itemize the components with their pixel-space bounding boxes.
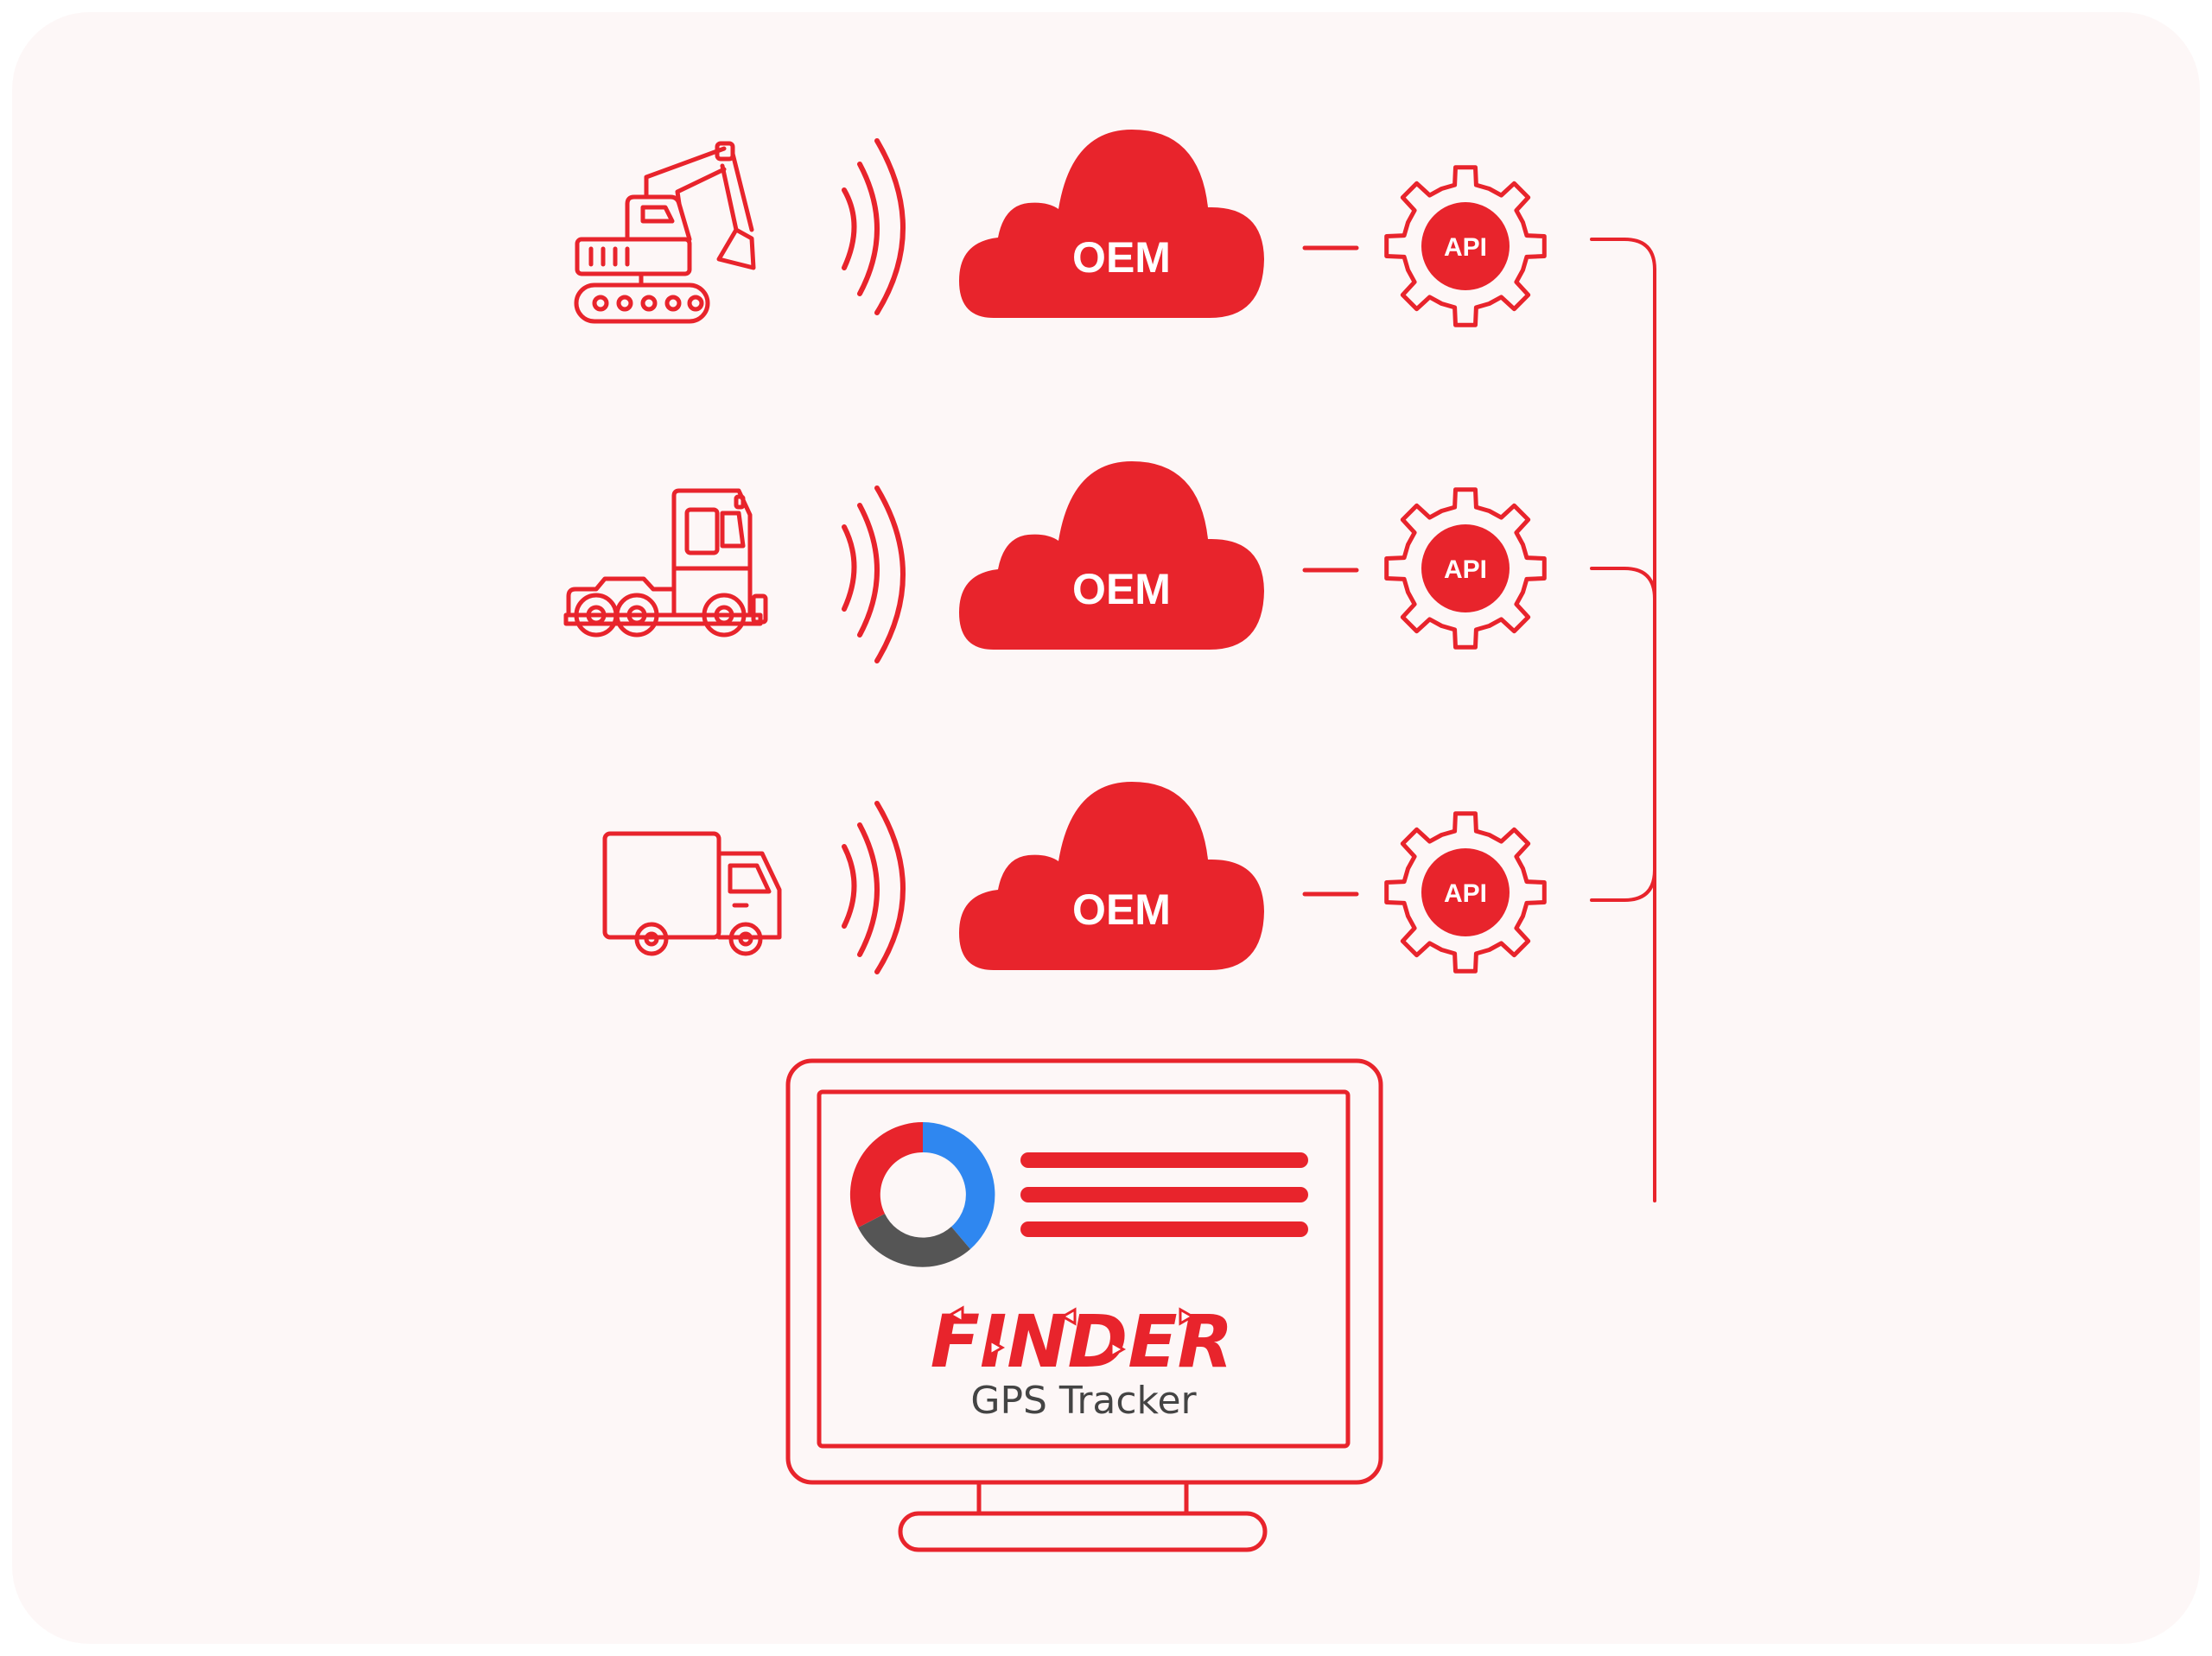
api-label: API bbox=[1444, 879, 1487, 908]
signal-waves-icon bbox=[842, 138, 906, 315]
donut-segment-gray bbox=[858, 1214, 970, 1267]
api-gear: API bbox=[1384, 165, 1547, 327]
oem-cloud: OEM bbox=[959, 130, 1264, 318]
delivery-truck-icon bbox=[602, 831, 782, 956]
oem-cloud-label: OEM bbox=[1072, 233, 1171, 282]
content-lines bbox=[1020, 1152, 1308, 1237]
semi-truck-icon bbox=[563, 488, 768, 638]
monitor-screen bbox=[817, 1089, 1351, 1449]
signal-waves-icon bbox=[842, 485, 906, 663]
api-bus-connector bbox=[1590, 238, 1656, 271]
signal-waves-icon bbox=[842, 801, 906, 974]
donut-segment-red bbox=[849, 1122, 923, 1228]
gear-icon bbox=[1384, 487, 1547, 650]
row-excavator: OEM API bbox=[574, 130, 1656, 327]
brand-logo-arrows bbox=[947, 1305, 1196, 1359]
monitor-icon: FINDER GPS Tracker bbox=[785, 1058, 1383, 1552]
oem-cloud-label: OEM bbox=[1072, 565, 1171, 613]
brand-logo-text: FINDER bbox=[931, 1299, 1234, 1384]
excavator-icon bbox=[574, 141, 756, 324]
gear-icon bbox=[1384, 811, 1547, 974]
oem-cloud: OEM bbox=[959, 782, 1264, 970]
brand-tagline: GPS Tracker bbox=[970, 1379, 1197, 1423]
oem-cloud: OEM bbox=[959, 461, 1264, 650]
row-semi-truck: OEM API bbox=[563, 461, 1656, 663]
monitor-bezel bbox=[785, 1058, 1383, 1485]
donut-chart-icon bbox=[849, 1122, 995, 1267]
donut-segment-blue bbox=[923, 1122, 995, 1249]
api-gear: API bbox=[1384, 487, 1547, 650]
row-delivery-truck: OEM API bbox=[602, 782, 1656, 974]
monitor-stand bbox=[898, 1511, 1268, 1552]
gear-icon bbox=[1384, 165, 1547, 327]
api-label: API bbox=[1444, 555, 1487, 584]
api-gear: API bbox=[1384, 811, 1547, 974]
api-label: API bbox=[1444, 233, 1487, 262]
oem-cloud-label: OEM bbox=[1072, 885, 1171, 934]
